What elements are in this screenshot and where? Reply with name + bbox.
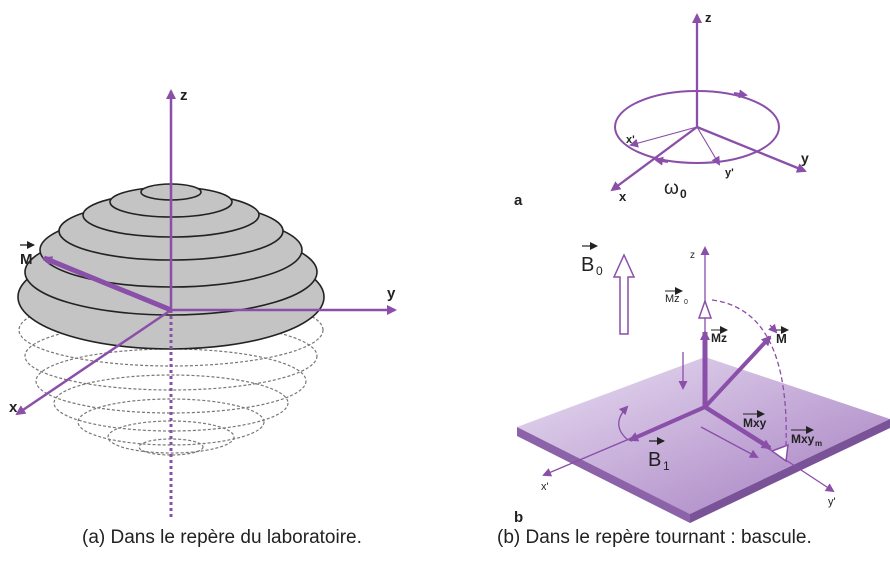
svg-text:Mxy: Mxy: [743, 416, 767, 430]
panel-b-top: a z y x x' y' ω 0: [514, 10, 809, 209]
yprime-b-label: y': [828, 496, 836, 508]
m-vector-b: [703, 335, 772, 409]
svg-text:B: B: [581, 254, 594, 276]
top-panel-label: a: [514, 192, 523, 209]
circle-arrow-bottom: [654, 156, 669, 166]
m-vector-label: M: [20, 241, 35, 268]
yprime-top-label: y': [725, 167, 734, 179]
mz0-hollow-tip: [697, 298, 713, 319]
svg-text:Mz: Mz: [711, 331, 727, 345]
diag-motion-arrow: [700, 426, 759, 458]
z-axis-b-label: z: [690, 250, 695, 261]
svg-text:0: 0: [680, 187, 687, 201]
svg-text:Mz: Mz: [665, 293, 680, 305]
b1-vector: [628, 405, 706, 442]
z-axis-top-label: z: [705, 10, 712, 25]
svg-text:ω: ω: [664, 178, 679, 199]
svg-text:0: 0: [684, 299, 688, 306]
tilt-arc: [711, 299, 787, 446]
omega-label: ω 0: [664, 178, 687, 201]
panel-a: z y x M: [9, 87, 397, 520]
mxym-hollow-arrow: [770, 443, 789, 463]
mz-label: Mz: [711, 326, 728, 345]
xprime-top-label: x': [626, 134, 635, 146]
svg-text:1: 1: [663, 459, 670, 473]
transverse-plane: [517, 357, 890, 523]
x-axis: [15, 308, 172, 416]
yprime-axis-top: [696, 126, 721, 166]
mxym-label: Mxy m: [791, 426, 822, 448]
caption-a: (a) Dans le repère du laboratoire.: [82, 527, 362, 548]
panel-b-bottom: b B 0 B 1 z x' y' Mz 0 Mz M Mxy: [514, 242, 890, 523]
m-vector-b-label: M: [776, 326, 789, 346]
svg-text:M: M: [776, 331, 787, 346]
xprime-b-label: x': [541, 481, 549, 493]
circle-arrow-top: [733, 89, 748, 99]
m-vector: [42, 255, 172, 313]
rotation-b1-arrow: [618, 405, 629, 441]
bottom-panel-label: b: [514, 509, 523, 523]
svg-text:0: 0: [596, 264, 603, 278]
x-axis-top: [610, 126, 698, 192]
svg-text:B: B: [648, 449, 661, 471]
b0-label: B 0: [581, 242, 603, 278]
xprime-axis-top: [629, 126, 698, 148]
mz0-label: Mz 0: [665, 287, 688, 306]
b0-arrow: [612, 253, 636, 335]
mxy-vector: [703, 405, 772, 450]
y-axis-label: y: [387, 285, 396, 302]
caption-b: (b) Dans le repère tournant : bascule.: [497, 527, 812, 548]
x-axis-top-label: x: [619, 189, 627, 204]
tilt-arc-arrow: [768, 323, 778, 334]
svg-text:M: M: [20, 251, 33, 268]
x-axis-label: x: [9, 399, 18, 416]
mxy-label: Mxy: [743, 410, 767, 430]
svg-text:m: m: [815, 439, 822, 448]
y-axis-top: [696, 125, 807, 173]
y-axis-top-label: y: [801, 150, 809, 166]
b1-label: B 1: [648, 437, 670, 473]
figure-canvas: z y x M a z y x x' y' ω 0: [9, 10, 890, 523]
svg-text:Mxy: Mxy: [791, 432, 815, 446]
z-axis-label: z: [180, 87, 188, 104]
